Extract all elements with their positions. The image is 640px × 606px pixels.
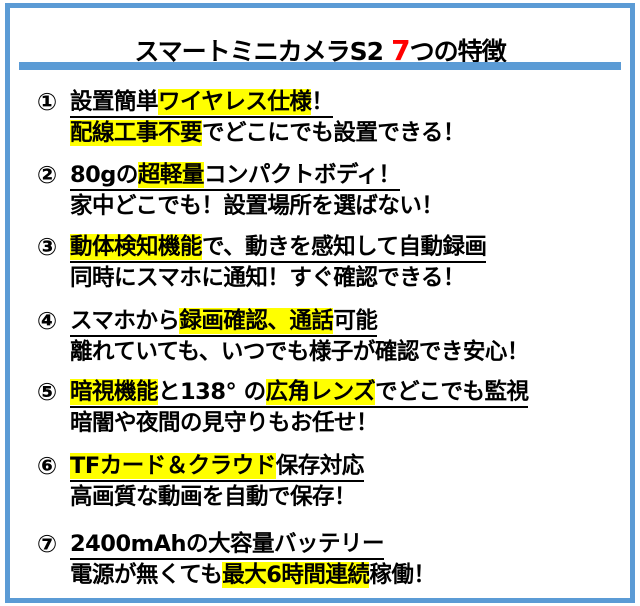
title-divider <box>19 62 621 70</box>
highlighted-text: ワイヤレス仕様 <box>158 89 312 115</box>
feature-heading: 2400mAhの大容量バッテリー <box>70 530 385 560</box>
text-segment: 2400mAhの大容量バッテリー <box>70 531 385 557</box>
text-segment: 保存対応 <box>275 453 365 479</box>
feature-number: ③ <box>36 233 58 261</box>
text-segment: 80gの <box>70 162 138 188</box>
feature-description: 高画質な動画を自動で保存！ <box>70 483 357 511</box>
text-segment: でどこでも監視 <box>375 379 529 405</box>
highlighted-text: 配線工事不要 <box>70 120 203 146</box>
highlighted-text: TFカード＆クラウド <box>70 453 276 479</box>
text-segment: コンパクトボディ！ <box>203 162 401 188</box>
feature-heading: TFカード＆クラウド保存対応 <box>70 452 364 482</box>
text-segment: 家中どこでも！設置場所を選ばない！ <box>70 193 444 219</box>
feature-heading: 暗視機能と138° の広角レンズでどこでも監視 <box>70 378 529 408</box>
feature-heading: スマホから録画確認、通話可能 <box>70 307 378 337</box>
text-segment: 電源が無くても <box>70 562 223 588</box>
text-segment: 設置簡単 <box>70 89 159 115</box>
highlighted-text: 暗視機能 <box>70 379 159 405</box>
feature-number: ⑦ <box>36 530 58 558</box>
feature-description: 配線工事不要でどこにでも設置できる！ <box>70 119 465 147</box>
feature-heading: 設置簡単ワイヤレス仕様！ <box>70 88 334 118</box>
highlighted-text: 広角レンズ <box>265 379 376 405</box>
title-accent-number: 7 <box>391 34 411 67</box>
feature-description: 暗闇や夜間の見守りもお任せ！ <box>70 409 379 437</box>
text-segment: 高画質な動画を自動で保存！ <box>70 484 357 510</box>
title-suffix: つの特徴 <box>409 37 507 66</box>
feature-heading: 動体検知機能で、動きを感知して自動録画 <box>70 233 487 263</box>
text-segment: スマホから <box>70 308 180 334</box>
feature-number: ① <box>36 88 58 116</box>
title-main: スマートミニカメラS2 <box>134 37 384 66</box>
feature-description: 同時にスマホに通知！すぐ確認できる！ <box>70 264 465 292</box>
text-segment: 暗闇や夜間の見守りもお任せ！ <box>70 410 379 436</box>
text-segment: 可能 <box>333 308 378 334</box>
feature-heading: 80gの超軽量コンパクトボディ！ <box>70 161 401 191</box>
feature-description: 家中どこでも！設置場所を選ばない！ <box>70 192 444 220</box>
highlighted-text: 超軽量 <box>137 162 204 188</box>
text-segment: 稼働！ <box>369 562 436 588</box>
text-segment: と138° の <box>158 379 266 405</box>
highlighted-text: 最大6時間連続 <box>222 562 370 588</box>
text-segment: 離れていても、いつでも様子が確認でき安心！ <box>70 339 529 365</box>
highlighted-text: 動体検知機能 <box>70 234 203 260</box>
feature-number: ④ <box>36 307 58 335</box>
text-segment: で、動きを感知して自動録画 <box>202 234 487 260</box>
text-segment: でどこにでも設置できる！ <box>202 120 465 146</box>
feature-number: ② <box>36 161 58 189</box>
feature-number: ⑥ <box>36 452 58 480</box>
highlighted-text: 録画確認、通話 <box>179 308 334 334</box>
feature-description: 離れていても、いつでも様子が確認でき安心！ <box>70 338 529 366</box>
feature-number: ⑤ <box>36 378 58 406</box>
text-segment: 同時にスマホに通知！すぐ確認できる！ <box>70 265 465 291</box>
text-segment: ！ <box>311 89 334 115</box>
feature-description: 電源が無くても最大6時間連続稼働！ <box>70 561 436 589</box>
